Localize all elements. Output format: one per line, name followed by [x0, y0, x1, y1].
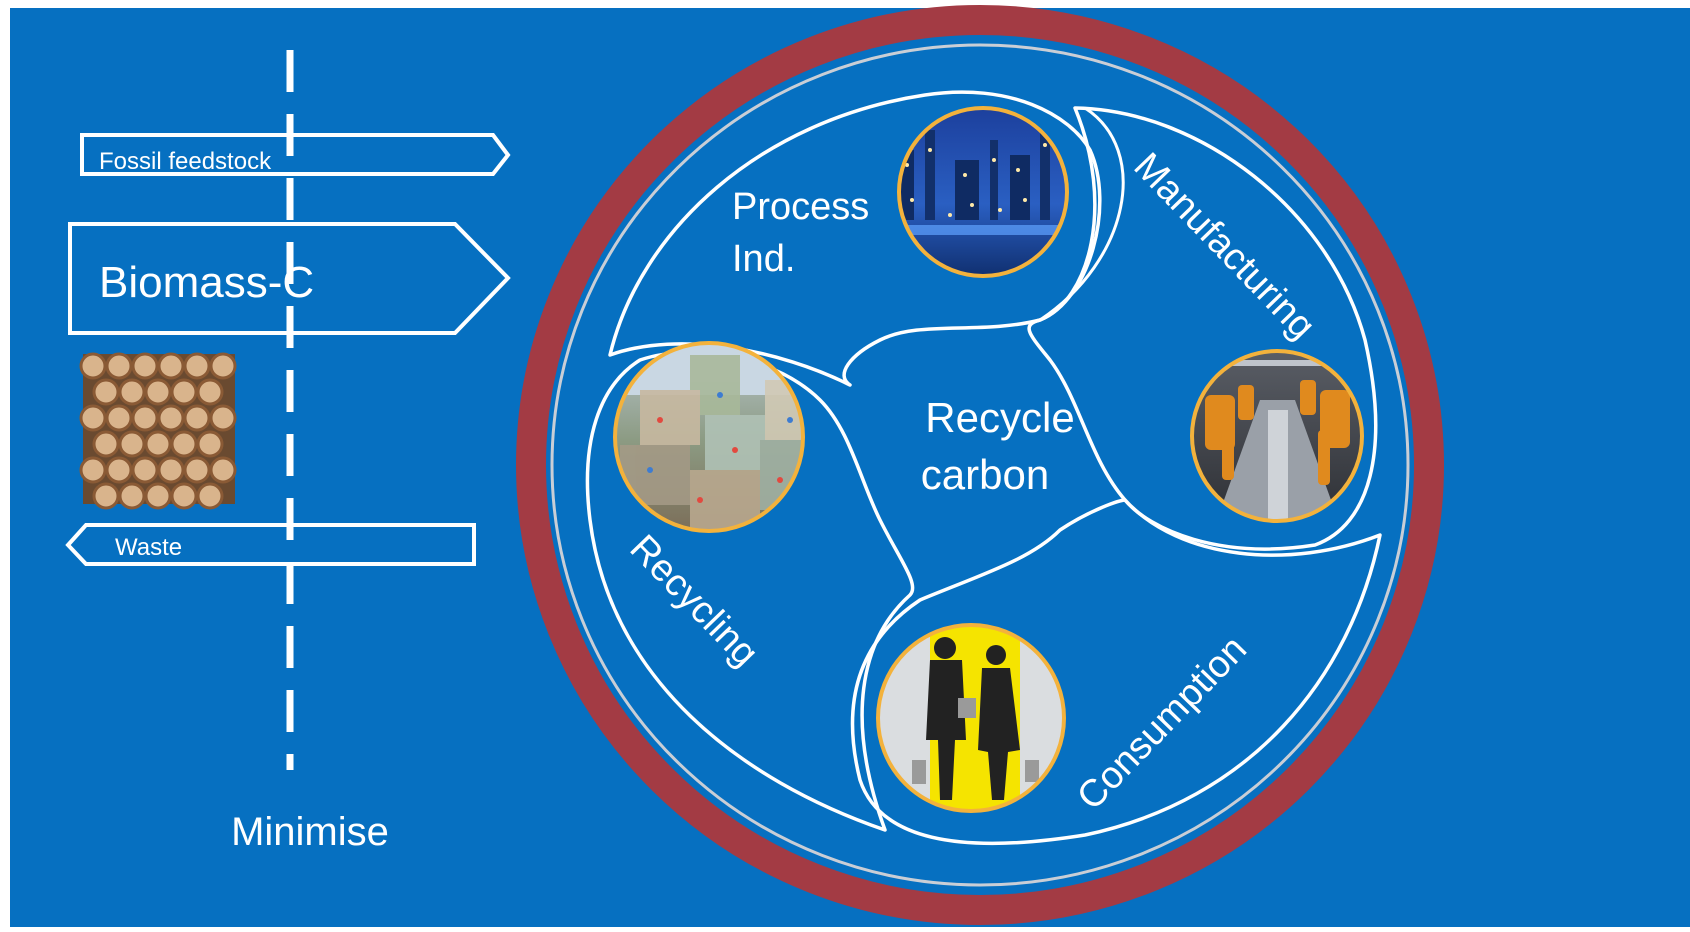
inner-ring [550, 43, 1410, 887]
fossil-feedstock-arrow [80, 133, 511, 176]
wood-logs-image [79, 352, 237, 510]
center-label-line2: carbon [921, 451, 1049, 498]
waste-arrow [65, 523, 476, 566]
minimise-label: Minimise [231, 810, 389, 854]
waste-label: Waste [115, 534, 182, 561]
carbon-cycle: Recycle carbon Process Ind. Manufacturin… [516, 5, 1444, 925]
robot-assembly-image [1190, 349, 1364, 523]
fossil-feedstock-label: Fossil feedstock [99, 148, 272, 175]
process-label-line1: Process [732, 186, 869, 228]
left-panel: Fossil feedstock Biomass-C Waste Minimis… [65, 50, 511, 854]
biomass-arrow [68, 222, 511, 335]
shoppers-image [876, 623, 1066, 813]
refinery-image [897, 106, 1069, 278]
manufacturing-inner-edge [1039, 106, 1125, 322]
process-label-line2: Ind. [732, 238, 795, 280]
biomass-label: Biomass-C [99, 258, 314, 307]
cycle-blades [585, 90, 1382, 846]
consumption-blade [850, 498, 1382, 846]
center-label-line1: Recycle [925, 394, 1074, 441]
outer-ring [516, 5, 1444, 925]
